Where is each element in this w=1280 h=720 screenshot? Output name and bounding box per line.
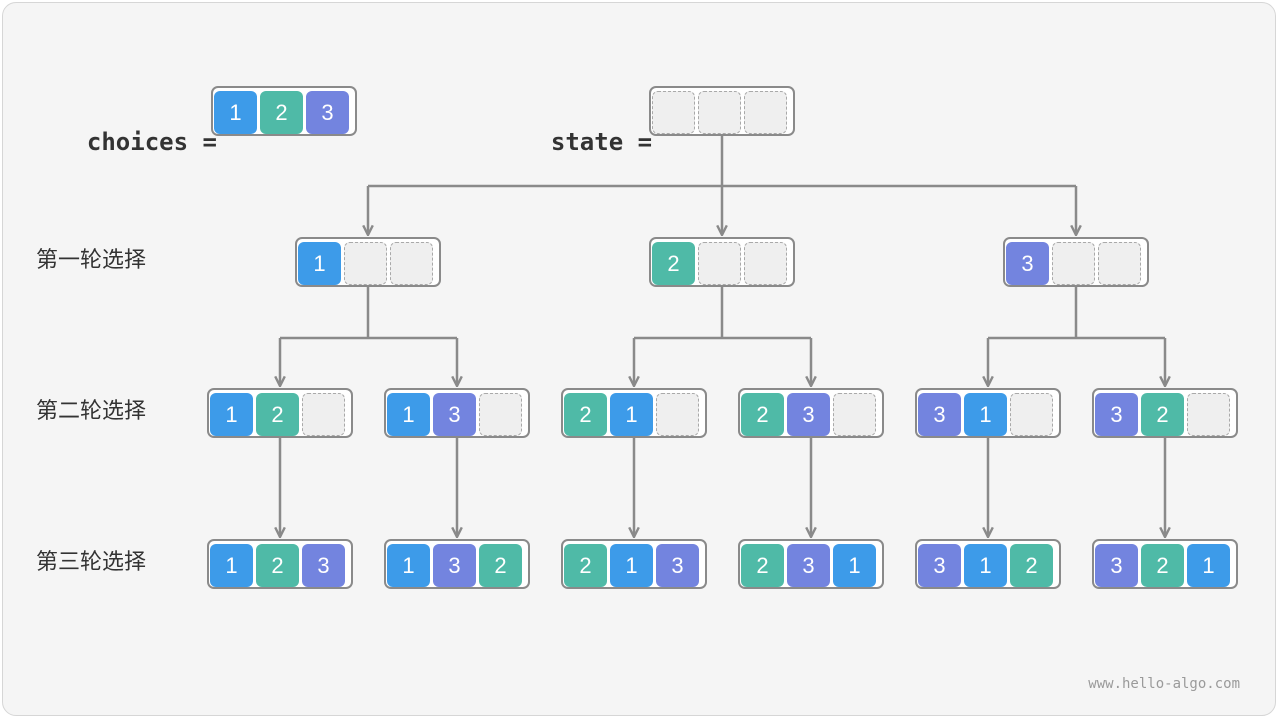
empty-cell	[833, 393, 876, 436]
element-cell: 2	[256, 393, 299, 436]
empty-cell	[652, 91, 695, 134]
element-cell: 2	[652, 242, 695, 285]
empty-cell	[390, 242, 433, 285]
element-cell: 2	[1141, 393, 1184, 436]
empty-cell	[1098, 242, 1141, 285]
element-cell: 1	[298, 242, 341, 285]
element-cell: 2	[741, 393, 784, 436]
empty-cell	[1052, 242, 1095, 285]
state-equals-sign: =	[637, 128, 653, 156]
element-cell: 2	[741, 544, 784, 587]
round-1-label: 第一轮选择	[36, 248, 147, 273]
level1-state: 1	[295, 237, 441, 287]
element-cell: 3	[1095, 393, 1138, 436]
empty-cell	[698, 242, 741, 285]
watermark: www.hello-algo.com	[1088, 676, 1240, 692]
element-cell: 1	[610, 544, 653, 587]
root-state	[649, 86, 795, 136]
element-cell: 3	[656, 544, 699, 587]
element-cell: 1	[964, 544, 1007, 587]
element-cell: 3	[1006, 242, 1049, 285]
element-cell: 1	[964, 393, 1007, 436]
round-2-label: 第二轮选择	[36, 399, 147, 424]
element-cell: 3	[787, 544, 830, 587]
element-cell: 1	[387, 393, 430, 436]
state-label-text: state	[550, 128, 624, 156]
element-cell: 1	[833, 544, 876, 587]
element-cell: 3	[433, 544, 476, 587]
element-cell: 2	[1010, 544, 1053, 587]
empty-cell	[656, 393, 699, 436]
empty-cell	[302, 393, 345, 436]
empty-cell	[698, 91, 741, 134]
element-cell: 3	[433, 393, 476, 436]
element-cell: 2	[564, 544, 607, 587]
element-cell: 1	[610, 393, 653, 436]
element-cell: 1	[210, 393, 253, 436]
element-cell: 1	[210, 544, 253, 587]
level1-state: 2	[649, 237, 795, 287]
element-cell: 1	[214, 91, 257, 134]
element-cell: 3	[302, 544, 345, 587]
element-cell: 1	[387, 544, 430, 587]
element-cell: 3	[787, 393, 830, 436]
element-cell: 2	[260, 91, 303, 134]
empty-cell	[1187, 393, 1230, 436]
choices-equals-sign: =	[202, 128, 217, 156]
empty-cell	[1010, 393, 1053, 436]
element-cell: 1	[1187, 544, 1230, 587]
element-cell: 3	[1095, 544, 1138, 587]
empty-cell	[744, 242, 787, 285]
empty-cell	[344, 242, 387, 285]
element-cell: 2	[256, 544, 299, 587]
element-cell: 2	[479, 544, 522, 587]
element-cell: 2	[564, 393, 607, 436]
element-cell: 3	[918, 393, 961, 436]
choices-label-text: choices	[86, 128, 189, 156]
element-cell: 2	[1141, 544, 1184, 587]
state-label: state =	[522, 94, 652, 158]
element-cell: 3	[918, 544, 961, 587]
empty-cell	[479, 393, 522, 436]
choices-label: choices =	[58, 94, 217, 158]
level1-state: 3	[1003, 237, 1149, 287]
element-cell: 3	[306, 91, 349, 134]
empty-cell	[744, 91, 787, 134]
round-3-label: 第三轮选择	[36, 550, 147, 575]
